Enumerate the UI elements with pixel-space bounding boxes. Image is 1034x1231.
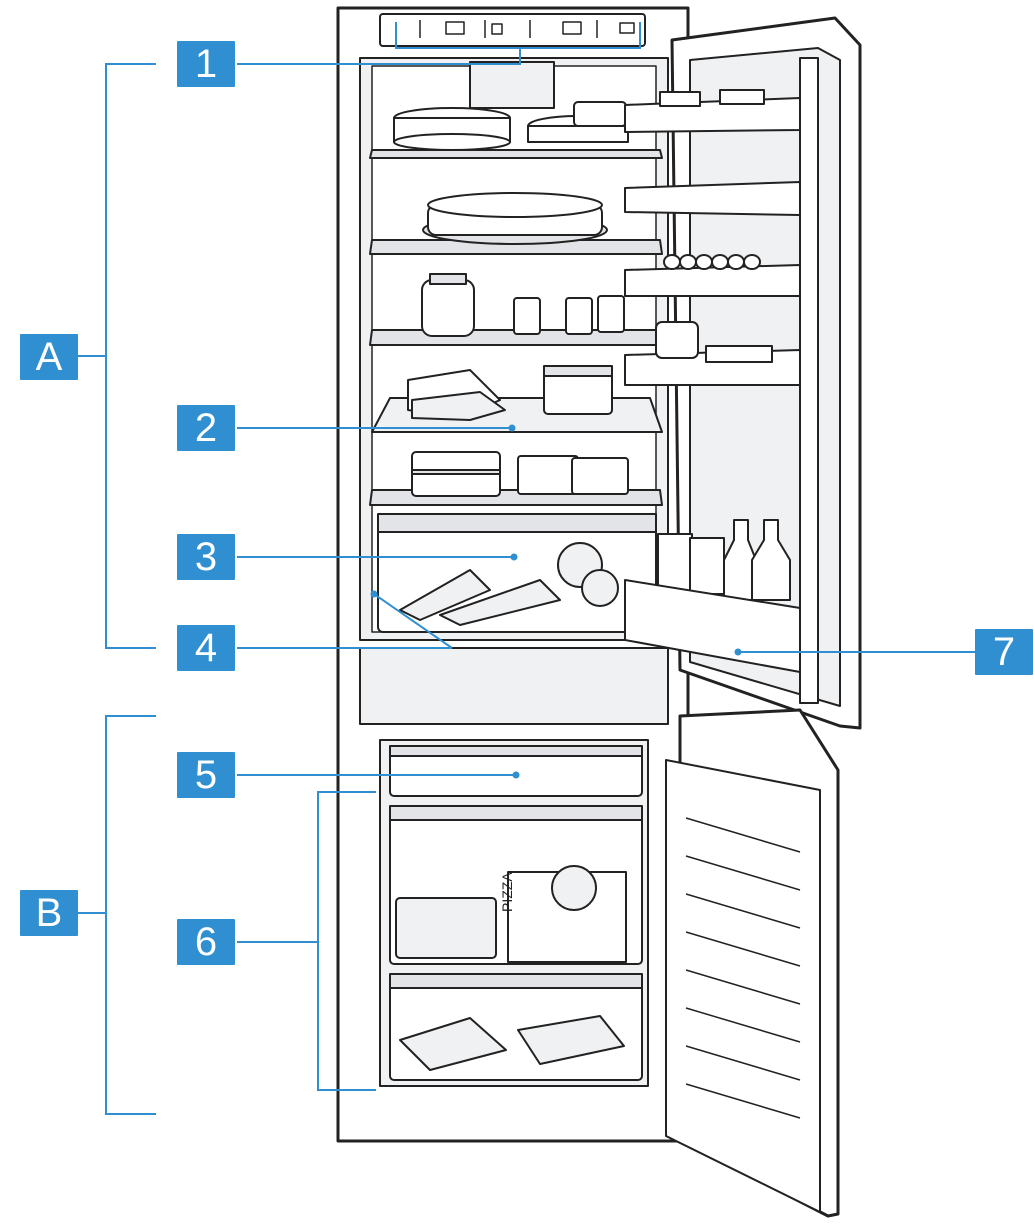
freezer-door-ribs: [685, 817, 801, 1119]
compartment-divider: [359, 647, 669, 725]
vegetables: [399, 542, 619, 626]
callout-6: 6: [177, 919, 235, 965]
callout-4: 4: [177, 625, 235, 671]
callout-5: 5: [177, 752, 235, 798]
bottle-shelf: [624, 579, 801, 673]
callout-section-a: A: [20, 334, 78, 380]
callout-section-b: B: [20, 890, 78, 936]
control-panel-icons: [419, 20, 635, 38]
callout-3: 3: [177, 534, 235, 580]
callout-7: 7: [975, 629, 1033, 675]
interior-light: [469, 61, 555, 109]
leader-lines: [78, 22, 975, 1115]
callout-2: 2: [177, 405, 235, 451]
leader-dots: [370, 424, 742, 779]
pizza-box-label: PIZZA: [499, 872, 515, 912]
callout-1: 1: [177, 41, 235, 87]
